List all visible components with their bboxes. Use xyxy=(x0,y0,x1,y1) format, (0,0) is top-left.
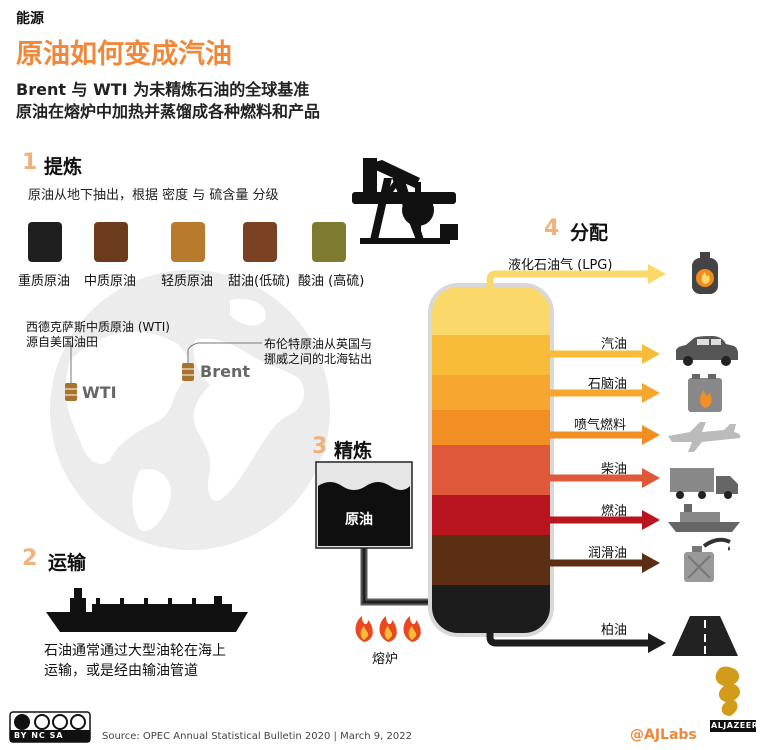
category-label: 能源 xyxy=(16,11,44,27)
page-title: 原油如何变成汽油 xyxy=(16,39,232,70)
product-label-asphalt: 柏油 xyxy=(601,623,628,638)
barrel-label: 酸油 (高硫) xyxy=(298,274,365,289)
product-label-jet-fuel: 喷气燃料 xyxy=(574,418,627,433)
step3-number: 3 xyxy=(312,434,328,459)
cc-license-badge xyxy=(9,711,91,743)
step2-number: 2 xyxy=(22,546,38,571)
aljazeera-wordmark: ALJAZEERA xyxy=(711,721,766,730)
source-note: Source: OPEC Annual Statistical Bulletin… xyxy=(102,731,412,742)
oil-can-icon xyxy=(684,537,731,582)
barrel-label: 甜油(低硫) xyxy=(228,274,291,289)
aljazeera-wordmark-bg xyxy=(710,720,756,732)
furnace-flames-icon xyxy=(355,616,421,642)
truck-icon xyxy=(670,468,738,499)
step3-title: 精炼 xyxy=(334,440,373,462)
wti-label: WTI xyxy=(82,383,117,402)
brent-label: Brent xyxy=(200,362,250,381)
barrel-icon xyxy=(94,222,128,262)
barrel-row: 重质原油 中质原油 轻质原油 甜油(低硫) 酸油 (高硫) xyxy=(14,220,364,290)
product-label-gasoline: 汽油 xyxy=(601,337,628,352)
barrel-icon xyxy=(243,222,277,262)
airplane-icon xyxy=(668,422,741,452)
road-icon xyxy=(672,616,738,656)
gas-cylinder-icon xyxy=(692,252,718,294)
barrel-label: 中质原油 xyxy=(84,274,137,289)
step1-number: 1 xyxy=(22,150,38,175)
subtitle-line-1: Brent 与 WTI 为未精炼石油的全球基准 xyxy=(16,80,310,99)
ship-icon xyxy=(668,504,740,532)
product-label-naphtha: 石脑油 xyxy=(588,377,628,392)
wti-barrel-icon xyxy=(65,345,77,401)
product-label-lpg: 液化石油气 (LPG) xyxy=(508,258,613,273)
barrel-icon xyxy=(171,222,205,262)
step4-number: 4 xyxy=(544,216,560,241)
product-arrows xyxy=(486,264,666,653)
fuel-can-icon xyxy=(688,374,722,412)
step2-description-line-2: 运输，或是经由输油管道 xyxy=(44,663,198,679)
crude-oil-tank-label: 原油 xyxy=(345,512,373,528)
step4-title: 分配 xyxy=(570,222,609,244)
furnace-label: 熔炉 xyxy=(372,652,399,667)
oil-tanker-icon xyxy=(46,588,248,632)
step2-description-line-1: 石油通常通过大型油轮在海上 xyxy=(44,643,226,659)
product-label-fuel-oil: 燃油 xyxy=(601,504,628,519)
ajlabs-handle: @AJLabs xyxy=(630,727,697,743)
product-label-lubricants: 润滑油 xyxy=(588,546,628,561)
license-text: BY NC SA xyxy=(14,731,64,740)
brent-barrel-icon xyxy=(182,342,262,381)
pump-jack-icon xyxy=(352,158,458,244)
barrel-icon xyxy=(312,222,346,262)
wti-note-line-1: 西德克萨斯中质原油 (WTI) xyxy=(26,320,170,334)
step1-title: 提炼 xyxy=(44,156,83,178)
brent-note-line-1: 布伦特原油从英国与 xyxy=(264,337,373,351)
subtitle-line-2: 原油在熔炉中加热并蒸馏成各种燃料和产品 xyxy=(16,102,321,121)
barrel-icon xyxy=(28,222,62,262)
distillation-column xyxy=(430,285,552,635)
crude-oil-tank xyxy=(315,461,413,549)
barrel-label: 轻质原油 xyxy=(161,274,214,289)
wti-note-line-2: 源自美国油田 xyxy=(26,335,99,349)
product-label-diesel: 柴油 xyxy=(601,462,628,477)
step1-description: 原油从地下抽出，根据 密度 与 硫含量 分级 xyxy=(28,188,279,203)
world-map xyxy=(50,270,330,550)
barrel-label: 重质原油 xyxy=(18,274,71,289)
step2-title: 运输 xyxy=(48,552,87,574)
aljazeera-logo-icon xyxy=(715,666,740,716)
brent-note-line-2: 挪威之间的北海钻出 xyxy=(264,352,373,366)
car-icon xyxy=(676,336,738,366)
